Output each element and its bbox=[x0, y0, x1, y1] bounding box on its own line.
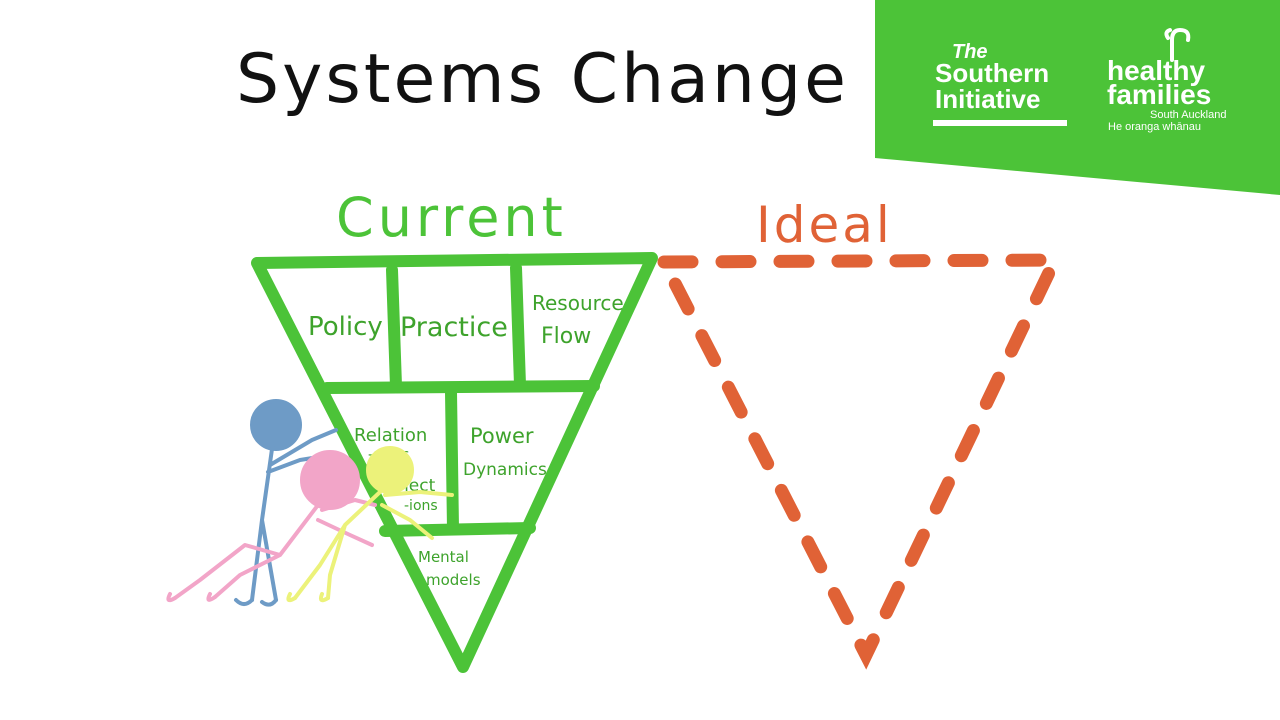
blue-figure-head bbox=[252, 401, 300, 449]
col-divider-2 bbox=[516, 268, 520, 385]
ideal-triangle bbox=[664, 260, 1055, 655]
col-divider-3 bbox=[451, 392, 453, 529]
current-heading: Current bbox=[336, 186, 567, 249]
page-title: Systems Change bbox=[236, 40, 849, 119]
healthy-families-line2: families bbox=[1107, 79, 1211, 110]
label-models: models bbox=[426, 571, 481, 589]
current-labels: Policy Practice Resource Flow Relation -… bbox=[308, 291, 624, 589]
southern-initiative-underline bbox=[933, 120, 1067, 126]
row-divider-1 bbox=[327, 386, 594, 388]
ideal-triangle-outline bbox=[664, 260, 1055, 655]
label-connections-2: -ions bbox=[404, 498, 438, 514]
label-dynamics: Dynamics bbox=[463, 460, 547, 480]
label-practice: Practice bbox=[400, 312, 508, 343]
label-mental: Mental bbox=[418, 548, 469, 566]
ideal-heading: Ideal bbox=[756, 196, 893, 254]
healthy-families-line4: He oranga whānau bbox=[1108, 121, 1201, 133]
label-relationships: Relation bbox=[354, 425, 427, 446]
logo-banner: The Southern Initiative healthy families… bbox=[875, 0, 1280, 195]
label-flow: Flow bbox=[541, 324, 591, 349]
yellow-figure-head bbox=[368, 448, 412, 492]
label-power: Power bbox=[470, 424, 534, 448]
col-divider-1 bbox=[392, 270, 396, 386]
blue-figure-feet bbox=[236, 600, 276, 605]
pink-figure-feet bbox=[168, 594, 215, 600]
southern-initiative-line3: Initiative bbox=[935, 84, 1040, 114]
healthy-families-line3: South Auckland bbox=[1150, 109, 1226, 121]
label-resource: Resource bbox=[532, 291, 624, 315]
label-policy: Policy bbox=[308, 312, 383, 342]
yellow-figure-feet bbox=[288, 594, 328, 600]
